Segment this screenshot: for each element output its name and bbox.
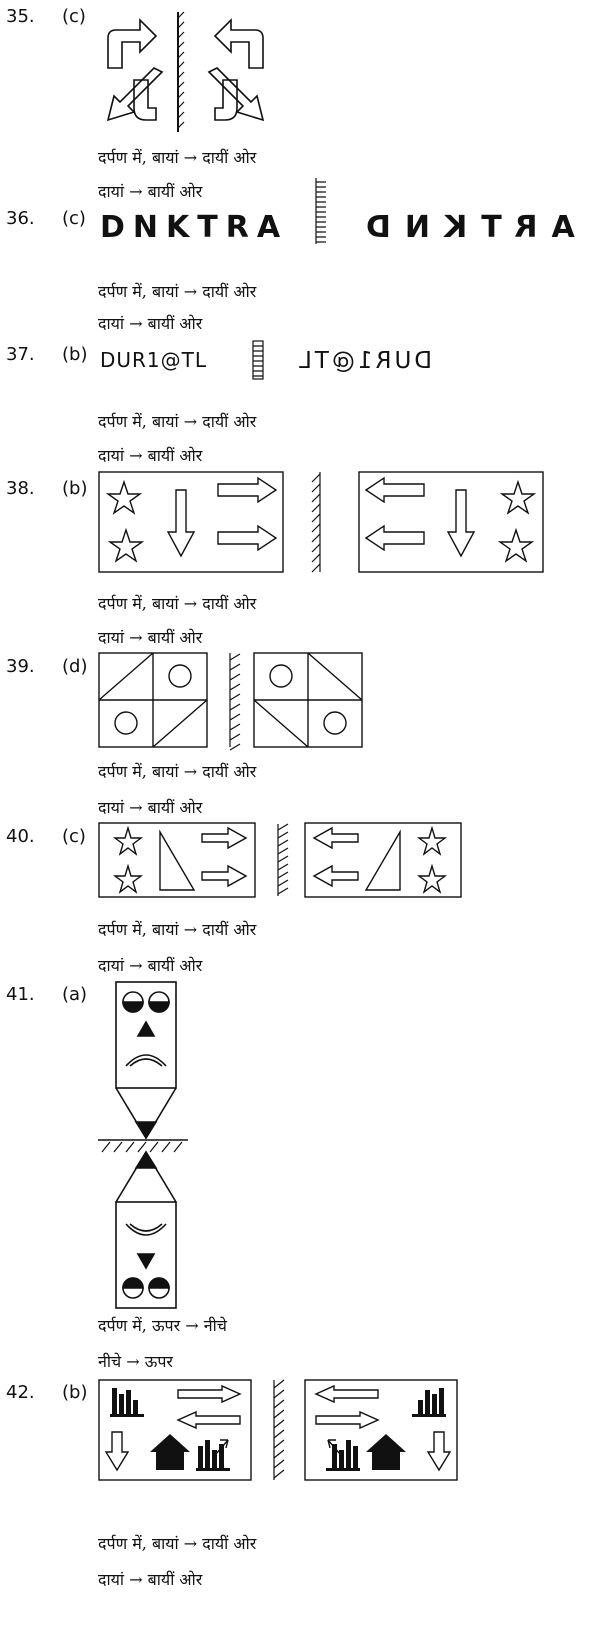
right-arrow-icon	[201, 826, 248, 850]
answer-option: (c)	[62, 826, 86, 847]
answer-option: (b)	[62, 1382, 88, 1403]
right-arrow-icon	[217, 476, 278, 504]
question-number: 38.	[6, 478, 35, 499]
mirrored-text: DUR1@TL	[296, 348, 432, 374]
stars-arrows-mirror-figure	[98, 471, 544, 573]
curved-arrows-mirror-figure	[106, 11, 265, 132]
explanation-line-2: दायां → बायीं ओर	[98, 182, 203, 201]
triangle-icon	[159, 829, 196, 891]
answer-option: (b)	[62, 478, 88, 499]
explanation-line-1: दर्पण में, बायां → दायीं ओर	[98, 1534, 257, 1553]
left-arrow-icon	[176, 1410, 241, 1430]
explanation-line-1: दर्पण में, बायां → दायीं ओर	[98, 148, 257, 167]
question-number: 35.	[6, 6, 35, 27]
down-arrow-icon	[104, 1431, 130, 1472]
explanation-line-1: दर्पण में, बायां → दायीं ओर	[98, 412, 257, 431]
explanation-line-2: दायां → बायीं ओर	[98, 314, 203, 333]
bars-house-mirror-figure	[98, 1379, 458, 1481]
right-arrow-icon	[177, 1384, 242, 1404]
original-text: DNKTRA	[100, 210, 289, 245]
explanation-line-1: दर्पण में, बायां → दायीं ओर	[98, 920, 257, 939]
explanation-line-1: दर्पण में, ऊपर → नीचे	[98, 1316, 227, 1335]
star-icon	[112, 825, 144, 856]
house-icon	[150, 1434, 190, 1470]
answer-option: (c)	[62, 6, 86, 27]
explanation-line-2: दायां → बायीं ओर	[98, 798, 203, 817]
right-arrow-icon	[201, 864, 248, 888]
bar-chart-arrow-icon	[196, 1440, 230, 1471]
bar-chart-icon	[110, 1388, 144, 1417]
answer-option: (b)	[62, 344, 88, 365]
explanation-line-2: दायां → बायीं ओर	[98, 956, 203, 975]
grid-circles-mirror-figure	[98, 652, 363, 751]
explanation-line-2: दायां → बायीं ओर	[98, 628, 203, 647]
answer-option: (a)	[62, 984, 88, 1005]
mirrored-text-glyphs: DUR1@TL	[296, 348, 433, 374]
mirror-line	[252, 340, 264, 380]
mirror-line	[315, 178, 326, 244]
question-number: 39.	[6, 656, 35, 677]
question-number: 37.	[6, 344, 35, 365]
answer-option: (c)	[62, 208, 86, 229]
explanation-line-1: दर्पण में, बायां → दायीं ओर	[98, 282, 257, 301]
mirrored-text-glyphs: ARTKND	[352, 210, 575, 245]
explanation-line-2: नीचे → ऊपर	[98, 1352, 173, 1371]
star-icon	[107, 527, 145, 563]
stars-triangle-mirror-figure	[98, 822, 462, 898]
right-arrow-icon	[217, 524, 278, 552]
question-number: 40.	[6, 826, 35, 847]
explanation-line-1: दर्पण में, बायां → दायीं ओर	[98, 594, 257, 613]
star-icon	[112, 863, 144, 894]
explanation-line-2: दायां → बायीं ओर	[98, 446, 203, 465]
answer-option: (d)	[62, 656, 88, 677]
question-number: 41.	[6, 984, 35, 1005]
question-number: 42.	[6, 1382, 35, 1403]
explanation-line-2: दायां → बायीं ओर	[98, 1570, 203, 1589]
original-text: DUR1@TL	[100, 348, 208, 372]
star-icon	[105, 479, 143, 515]
question-number: 36.	[6, 208, 35, 229]
pencil-face-water-mirror-figure	[98, 981, 188, 1309]
mirrored-text: ARTKND	[352, 210, 575, 245]
down-arrow-icon	[166, 489, 196, 558]
explanation-line-1: दर्पण में, बायां → दायीं ओर	[98, 762, 257, 781]
